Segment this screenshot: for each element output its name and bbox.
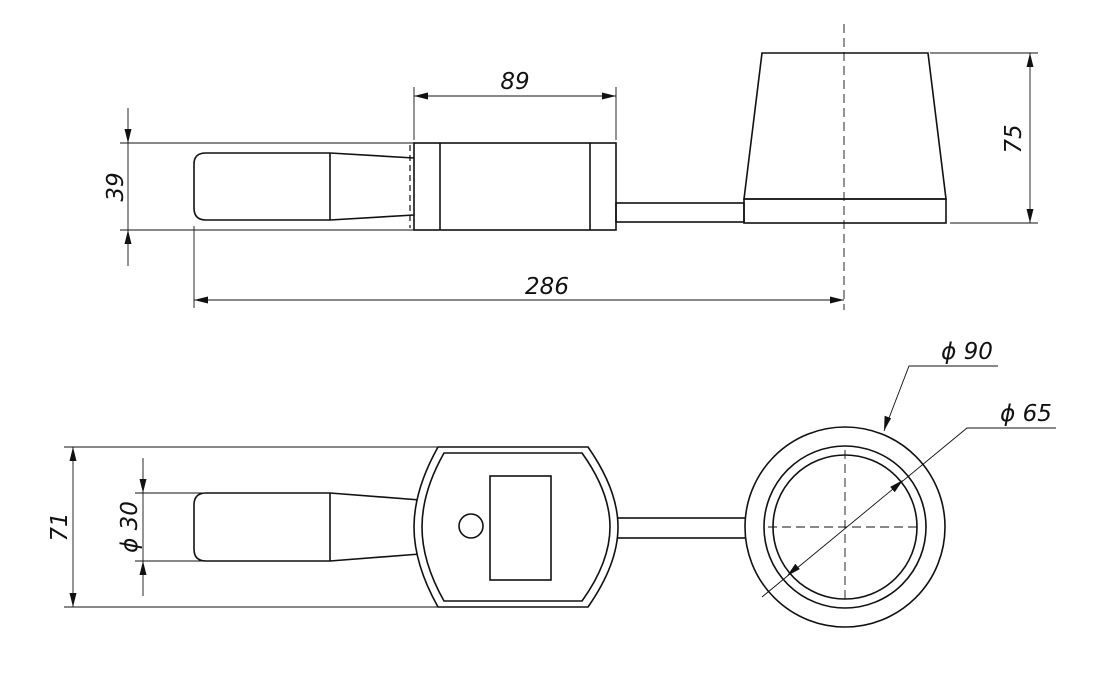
top-body-outer [413,446,619,608]
top-probe-tip [193,492,330,562]
dim-89-label: 89 [500,69,529,95]
top-body-inner [421,452,611,602]
side-neck-bottom [329,214,415,221]
top-neck-top [329,492,421,501]
dim-75-label: 75 [1001,124,1027,153]
dimension-phi-30: ϕ 30 [117,458,330,596]
side-sensor-cone [743,52,947,200]
dimension-75: 75 [930,52,1038,224]
control-button [458,513,484,539]
side-view: 89 39 75 286 [103,24,1038,310]
dimension-phi-65: ϕ 65 [761,401,1056,598]
side-neck-top [329,152,415,159]
top-cable [611,517,747,539]
display-screen [489,475,552,581]
dim-phi-90-label: ϕ 90 [941,339,993,365]
dimension-89: 89 [413,69,617,140]
dim-phi-65-label: ϕ 65 [1000,401,1052,427]
dim-71-label: 71 [47,512,73,541]
dim-39-label: 39 [103,172,129,201]
dimension-286: 286 [193,226,844,308]
top-view: 71 ϕ 30 ϕ 90 ϕ 65 [47,339,1056,628]
side-cable [615,202,745,223]
dimension-phi-90: ϕ 90 [883,339,998,432]
side-body [413,142,617,231]
dim-286-label: 286 [525,274,569,300]
dimension-71: 71 [47,446,438,608]
top-neck-bottom [329,553,421,562]
sensor-middle-ring [763,445,927,609]
dimension-39: 39 [103,108,414,266]
dim-phi-30-label: ϕ 30 [117,501,143,553]
side-sensor-base [743,198,947,224]
side-probe-tip [193,152,330,221]
